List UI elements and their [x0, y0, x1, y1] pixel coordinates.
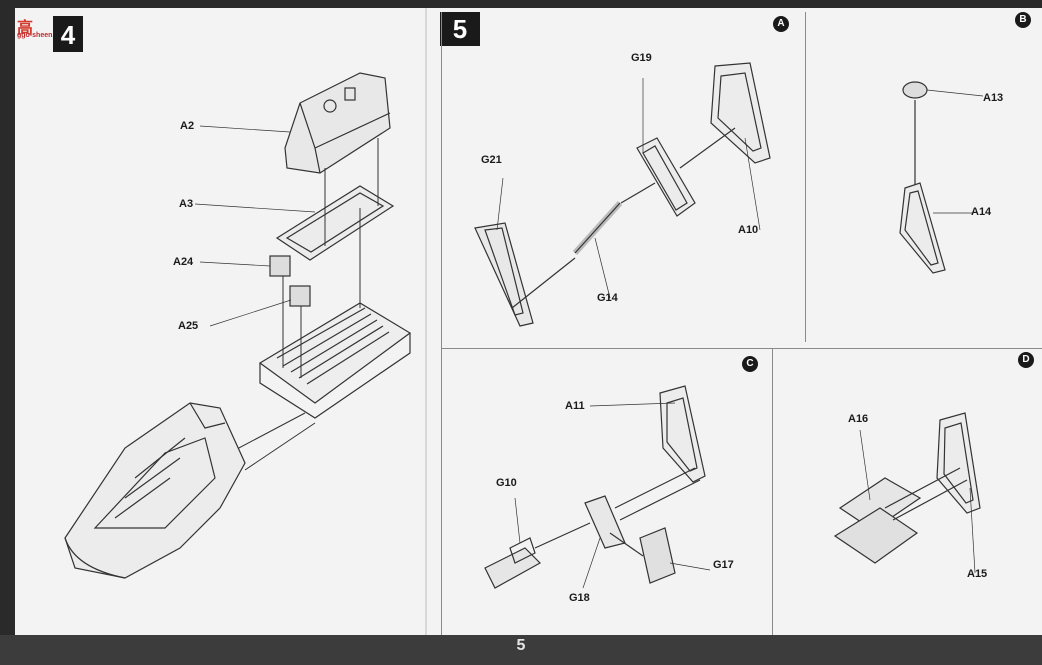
site-logo: 高 ggo-sheen.com: [17, 12, 87, 46]
deck-grid-drawing: [258, 302, 412, 419]
step-4-arrows: [219, 138, 379, 471]
label-a25: A25: [178, 320, 199, 332]
part-a24-a25-drawing: [269, 255, 311, 307]
page-footer: 5: [0, 635, 1042, 665]
panel-cd-divider: [772, 348, 773, 635]
logo-glyph: 高: [17, 18, 34, 37]
panel-ab-divider: [805, 12, 806, 342]
panel-d-badge: D: [1018, 352, 1034, 368]
label-g10: G10: [496, 477, 517, 489]
part-a3-drawing: [275, 185, 395, 261]
panel-b-drawings: [899, 81, 946, 274]
step-4-number: 4: [53, 16, 83, 52]
panel-c-leaders: [514, 402, 711, 589]
page-fold-divider: [425, 8, 427, 635]
label-g14: G14: [597, 292, 618, 304]
page-number: 5: [516, 637, 526, 654]
panel-d-leaders: [859, 429, 976, 574]
step-4-leaders: [194, 125, 316, 327]
label-a15: A15: [967, 568, 988, 580]
label-g19: G19: [631, 52, 652, 64]
label-a3: A3: [179, 198, 194, 210]
part-a2-drawing: [284, 72, 391, 174]
instruction-page: 高 ggo-sheen.com 4 5 A B C D: [15, 8, 1042, 635]
panel-b-leaders: [926, 89, 984, 214]
panel-a-leaders: [496, 78, 761, 299]
label-a11: A11: [565, 400, 585, 412]
label-a16: A16: [848, 413, 869, 425]
label-g18: G18: [569, 592, 590, 604]
panel-a-drawings: [474, 62, 771, 327]
logo-site-text: ggo-sheen.com: [17, 32, 69, 39]
label-a10: A10: [738, 224, 759, 236]
label-a14: A14: [971, 206, 992, 218]
label-g21: G21: [481, 154, 502, 166]
label-a13: A13: [983, 92, 1004, 104]
step-5-left-border: [441, 12, 442, 635]
panel-d-drawings: [833, 412, 981, 564]
label-a2: A2: [180, 120, 195, 132]
panel-b-badge: B: [1015, 12, 1031, 28]
assembly-drawings: [64, 62, 984, 589]
panel-c-drawings: [484, 385, 706, 589]
panel-horizontal-divider: [441, 348, 1042, 349]
panel-c-badge: C: [742, 356, 758, 372]
hull-drawing: [64, 402, 246, 579]
step-5-number: 5: [440, 12, 480, 46]
panel-a-badge: A: [773, 16, 789, 32]
label-a24: A24: [173, 256, 194, 268]
label-g17: G17: [713, 559, 734, 571]
